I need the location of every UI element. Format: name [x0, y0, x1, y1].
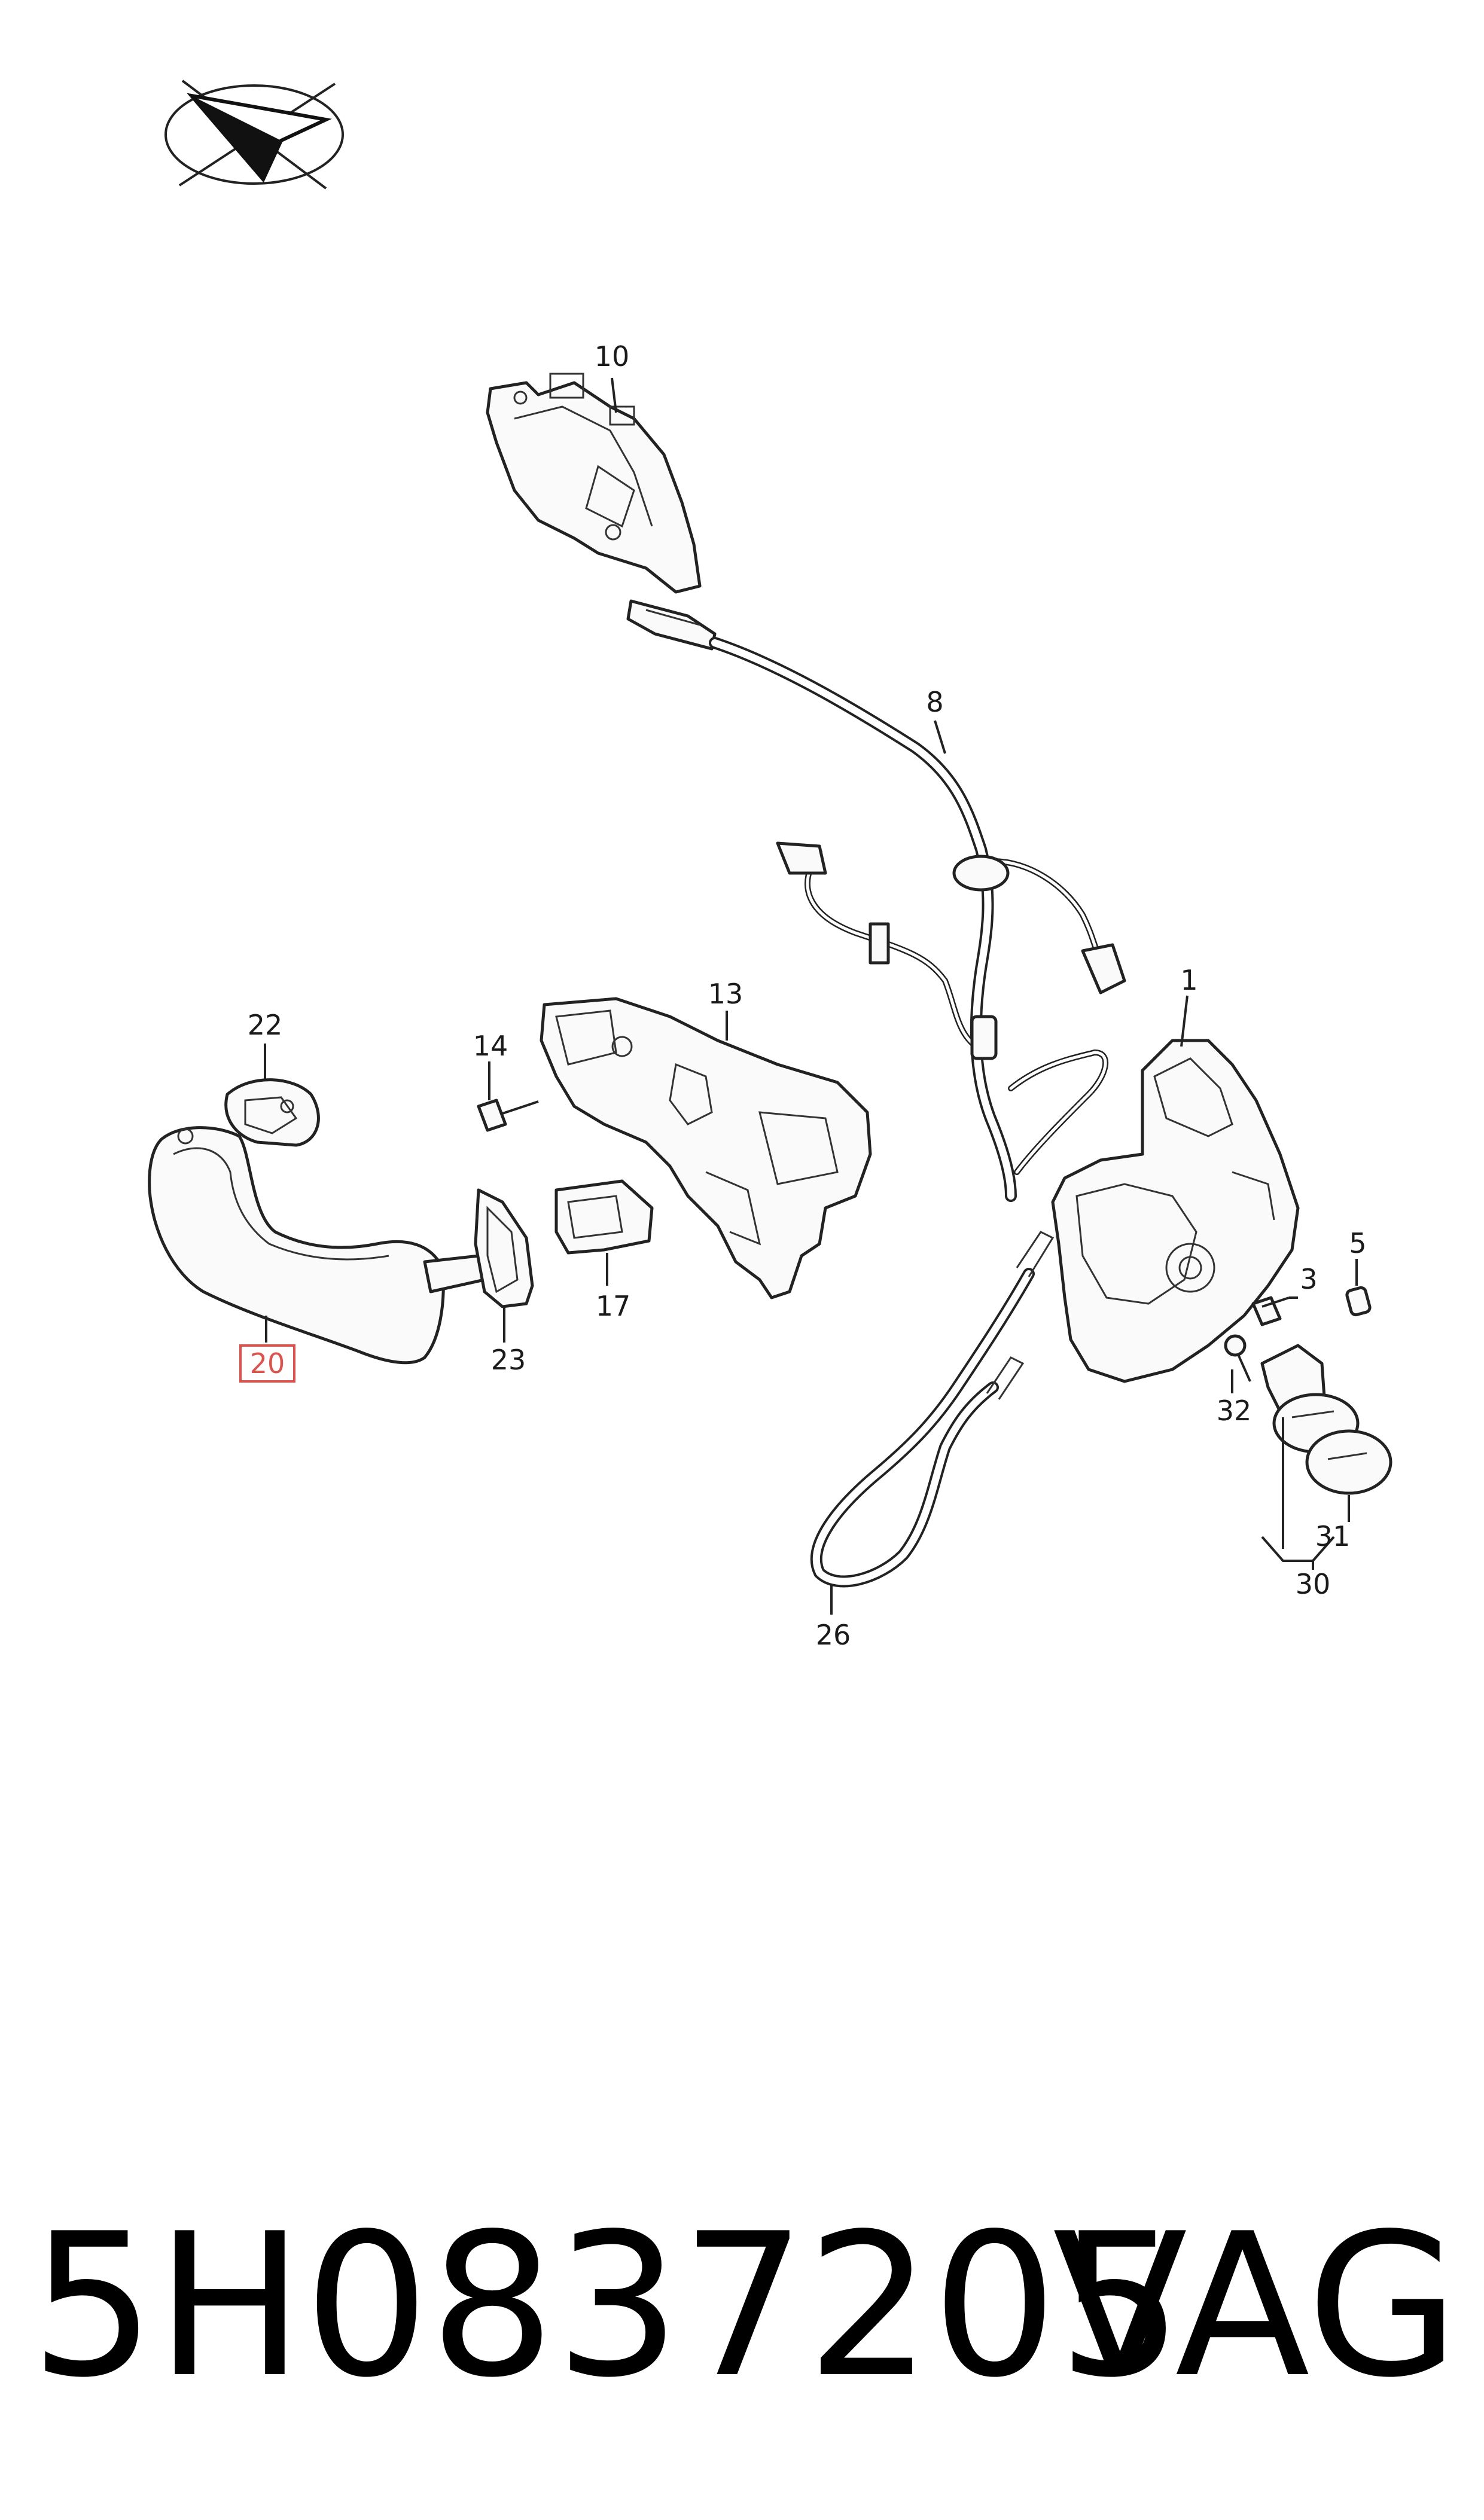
- part-5-cap: [1345, 1286, 1372, 1317]
- callout-labels: 10 8 13 1 22 14 5 3 17 23 32 31 30 26 20: [239, 340, 1367, 1651]
- callout-32: 32: [1217, 1395, 1252, 1427]
- callout-5: 5: [1349, 1227, 1366, 1259]
- callout-30: 30: [1296, 1568, 1331, 1600]
- part-31-plate: [1305, 1429, 1392, 1495]
- part-number: 5H0837205: [30, 2191, 1183, 2421]
- callout-13: 13: [708, 978, 743, 1010]
- callout-31: 31: [1315, 1520, 1351, 1552]
- part-3-screw: [1251, 1296, 1290, 1326]
- part-8-cable: [709, 637, 1126, 1202]
- callout-20-highlighted: 20: [239, 1344, 295, 1383]
- callout-1: 1: [1180, 964, 1197, 996]
- part-1-door-lock: [1051, 1039, 1300, 1383]
- footer: 5H0837205 VAG: [30, 2191, 1459, 2421]
- part-8-connector-top: [626, 599, 717, 651]
- leader-lines: [264, 377, 1358, 1615]
- part-20-door-handle: [148, 1126, 486, 1365]
- callout-20: 20: [250, 1347, 285, 1380]
- part-13-lock-carrier: [540, 997, 872, 1299]
- part-23-gasket: [474, 1188, 534, 1308]
- callout-10: 10: [595, 340, 630, 373]
- callout-17: 17: [596, 1290, 631, 1322]
- part-17-clip: [554, 1179, 654, 1255]
- part-14-screw: [477, 1099, 539, 1132]
- callout-8: 8: [926, 686, 943, 718]
- callout-23: 23: [491, 1344, 526, 1376]
- callout-14: 14: [473, 1030, 508, 1062]
- callout-3: 3: [1300, 1263, 1317, 1295]
- part-32-bolt: [1224, 1334, 1251, 1382]
- part-22-gasket: [224, 1078, 320, 1147]
- callout-22: 22: [248, 1009, 283, 1041]
- callout-26: 26: [816, 1619, 851, 1651]
- brand: VAG: [1053, 2191, 1459, 2421]
- part-10-bracket: [486, 373, 702, 594]
- orientation-icon: [164, 80, 344, 190]
- part-26-release-cable: [810, 1231, 1055, 1588]
